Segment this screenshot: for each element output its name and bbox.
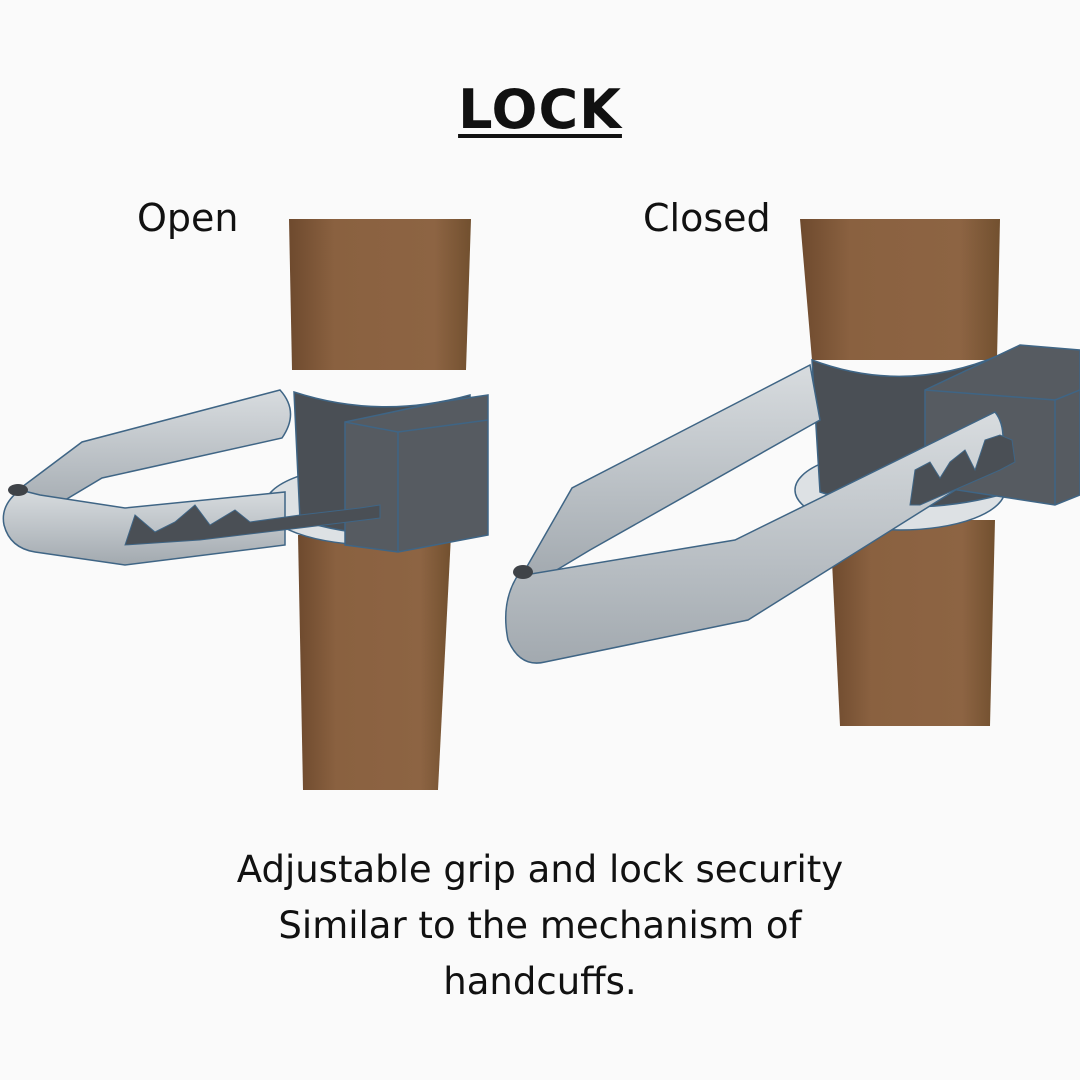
open-view <box>2 219 489 790</box>
caption-line-3: handcuffs. <box>443 960 637 1003</box>
closed-pole-lower <box>830 520 995 726</box>
page-title: LOCK <box>0 78 1080 141</box>
title-text: LOCK <box>458 78 622 141</box>
closed-teeth <box>909 434 1016 506</box>
open-handle-upper <box>16 389 292 516</box>
open-pole-lower <box>298 535 451 790</box>
caption-line-2: Similar to the mechanism of <box>278 904 802 947</box>
open-label: Open <box>137 196 239 240</box>
caption: Adjustable grip and lock security Simila… <box>0 842 1080 1010</box>
closed-view <box>505 219 1080 726</box>
open-pole <box>289 219 471 370</box>
closed-pole <box>800 219 1000 360</box>
closed-label: Closed <box>643 196 771 240</box>
closed-handle-lower <box>505 411 1004 664</box>
open-lock-box <box>344 394 489 553</box>
open-teeth <box>124 504 381 546</box>
caption-line-1: Adjustable grip and lock security <box>236 848 844 891</box>
